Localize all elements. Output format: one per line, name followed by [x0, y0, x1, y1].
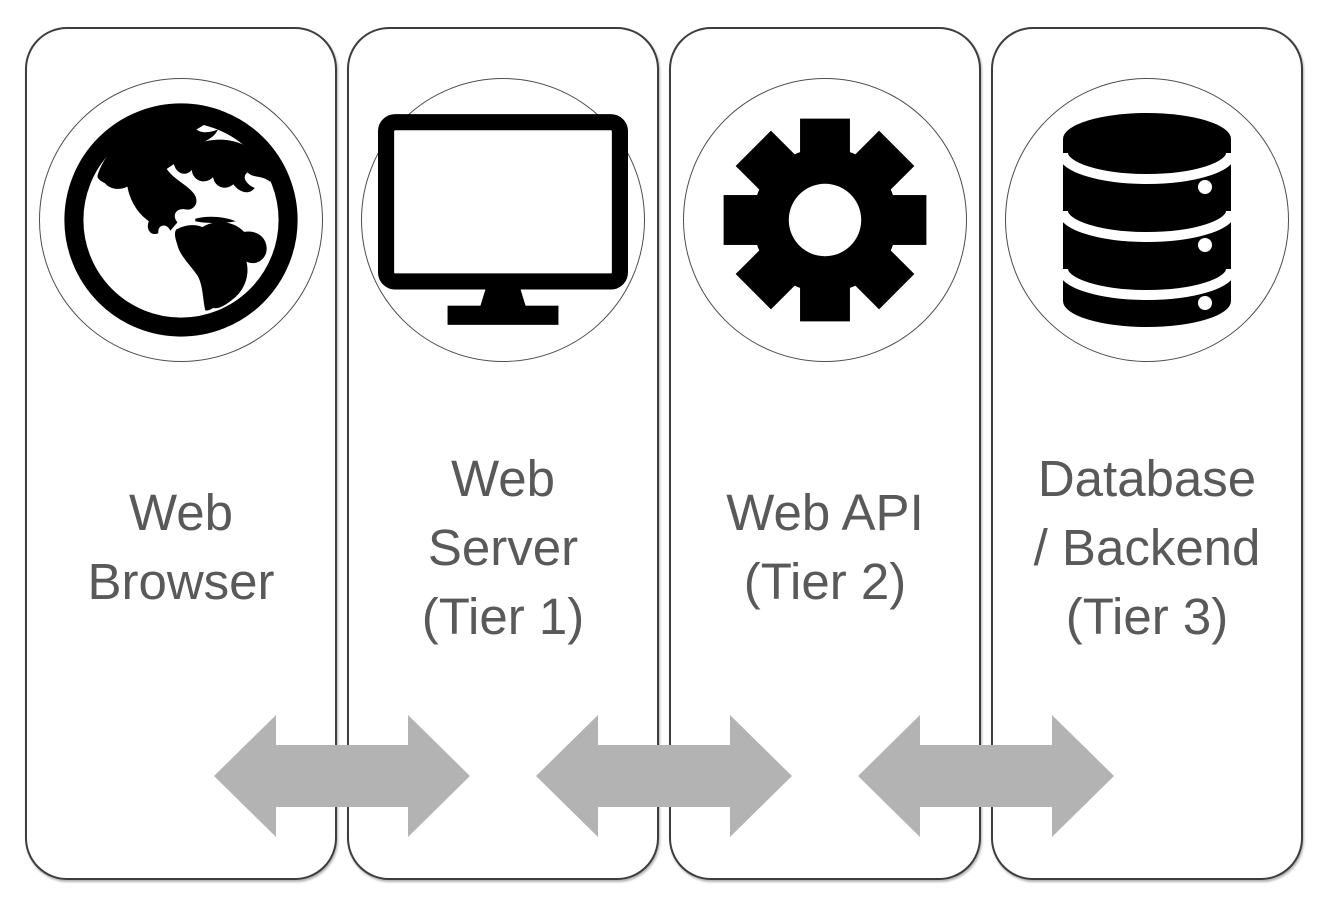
- monitor-icon: [378, 114, 628, 325]
- icon-circle: [683, 78, 967, 362]
- tier-label: Database / Backend (Tier 3): [1033, 449, 1261, 645]
- icon-circle: [361, 78, 645, 362]
- database-icon: [1062, 113, 1232, 327]
- tier-card-web-api: Web API (Tier 2): [669, 27, 981, 880]
- icon-circle: [39, 78, 323, 362]
- tier-label: Web Browser: [87, 484, 275, 610]
- double-arrow-connector: [858, 715, 1114, 837]
- tier-label: Web API (Tier 2): [726, 484, 924, 610]
- tier-card-web-server: Web Server (Tier 1): [347, 27, 659, 880]
- globe-icon: [64, 103, 298, 337]
- double-arrow-connector: [536, 715, 792, 837]
- tier-card-database-backend: Database / Backend (Tier 3): [991, 27, 1303, 880]
- tier-card-web-browser: Web Browser: [25, 27, 337, 880]
- gear-icon: [723, 118, 927, 322]
- tier-label: Web Server (Tier 1): [421, 449, 585, 645]
- icon-circle: [1005, 78, 1289, 362]
- double-arrow-connector: [214, 715, 470, 837]
